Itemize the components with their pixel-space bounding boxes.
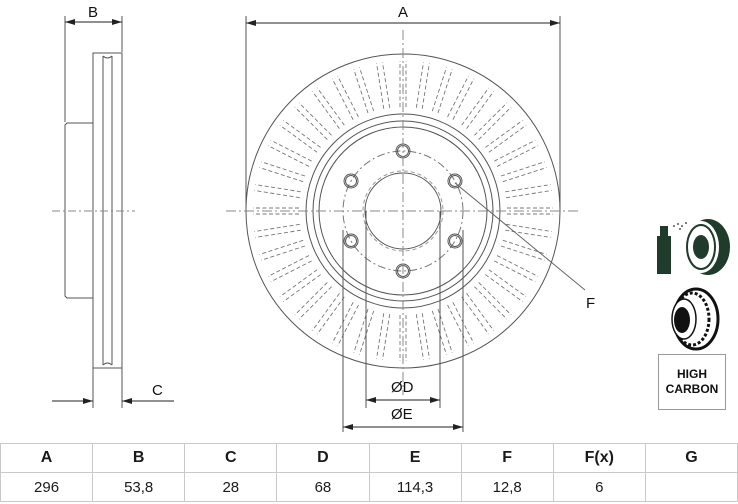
dim-label-a: A bbox=[398, 4, 409, 21]
brake-disc-drawing bbox=[52, 16, 730, 432]
header-d: D bbox=[276, 443, 370, 473]
spec-table: A B C D E F F(x) G 296 53,8 28 68 114,3 … bbox=[0, 443, 738, 502]
value-g bbox=[644, 472, 738, 502]
value-f: 12,8 bbox=[460, 472, 554, 502]
value-d: 68 bbox=[276, 472, 370, 502]
spec-table-header-row: A B C D E F F(x) G bbox=[0, 443, 738, 473]
header-f: F bbox=[460, 443, 554, 473]
header-fx: F(x) bbox=[552, 443, 646, 473]
value-b: 53,8 bbox=[92, 472, 186, 502]
vented-disc-icon bbox=[671, 287, 720, 351]
header-a: A bbox=[0, 443, 94, 473]
header-b: B bbox=[92, 443, 186, 473]
dim-label-c: C bbox=[152, 382, 163, 399]
value-c: 28 bbox=[184, 472, 278, 502]
dim-label-d: ØD bbox=[391, 379, 414, 396]
side-view bbox=[52, 16, 174, 408]
high-carbon-badge: HIGH CARBON bbox=[658, 354, 726, 410]
value-fx: 6 bbox=[552, 472, 646, 502]
header-c: C bbox=[184, 443, 278, 473]
header-e: E bbox=[368, 443, 462, 473]
coated-disc-spray-icon bbox=[657, 219, 730, 275]
header-g: G bbox=[644, 443, 738, 473]
dim-label-e: ØE bbox=[391, 406, 413, 423]
dim-label-b: B bbox=[88, 4, 99, 21]
value-a: 296 bbox=[0, 472, 94, 502]
spec-table-value-row: 296 53,8 28 68 114,3 12,8 6 bbox=[0, 472, 738, 502]
dim-label-f: F bbox=[586, 295, 596, 312]
value-e: 114,3 bbox=[368, 472, 462, 502]
badge-line-1: HIGH bbox=[677, 367, 707, 381]
front-view bbox=[226, 16, 586, 432]
badge-line-2: CARBON bbox=[665, 382, 719, 396]
